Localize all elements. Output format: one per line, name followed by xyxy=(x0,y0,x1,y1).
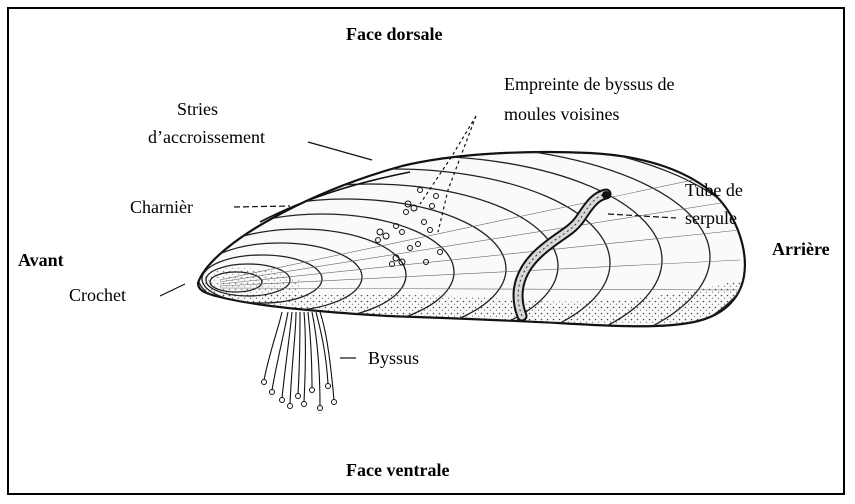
label-avant: Avant xyxy=(18,249,64,271)
leader-stries xyxy=(308,142,372,160)
label-byssus: Byssus xyxy=(368,347,419,369)
leader-crochet xyxy=(160,284,185,296)
label-empreinte-line1: Empreinte de byssus de xyxy=(504,73,674,95)
label-stries-line2: d’accroissement xyxy=(148,126,265,148)
label-stries-line1: Stries xyxy=(177,98,218,120)
label-arriere: Arrière xyxy=(772,238,830,260)
label-face-dorsale: Face dorsale xyxy=(346,23,442,45)
label-tube-line2: serpule xyxy=(685,207,737,229)
label-empreinte-line2: moules voisines xyxy=(504,103,620,125)
label-crochet: Crochet xyxy=(69,284,126,306)
mussel-shell xyxy=(166,137,754,373)
label-charniere: Charnièr xyxy=(130,196,193,218)
label-face-ventrale: Face ventrale xyxy=(346,459,449,481)
leader-charniere xyxy=(234,206,290,207)
label-tube-line1: Tube de xyxy=(685,179,743,201)
